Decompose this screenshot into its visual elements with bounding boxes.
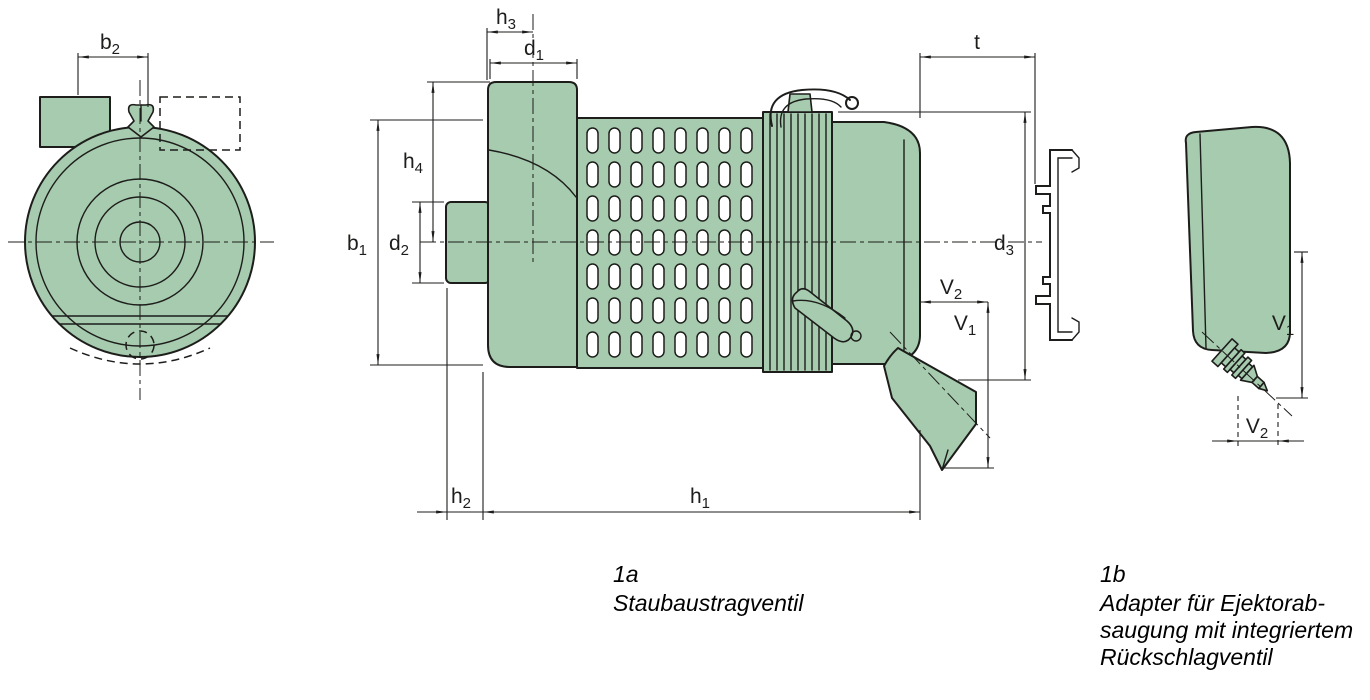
bracket-inner xyxy=(1057,157,1073,333)
dimension-v1-side: V1 xyxy=(944,302,994,469)
dimension-v2-side: V2 xyxy=(919,276,988,310)
ejector-nipple xyxy=(1211,338,1269,392)
centerline-nipple xyxy=(1201,331,1293,417)
centerline-valve xyxy=(889,331,991,439)
side-view xyxy=(420,14,1042,471)
figure-1b-label-line2: saugung mit integriertem xyxy=(1100,617,1353,643)
dimension-d2: d2 xyxy=(389,201,444,284)
dimension-v1-adapter: V1 xyxy=(1272,251,1308,399)
dim-label-v1: V1 xyxy=(954,312,976,339)
dimensions: b2 h3 d1 t h4 b1 xyxy=(77,6,1308,520)
figure-1a-label: Staubaustragventil xyxy=(613,590,804,616)
dim-label-v2-adapter: V2 xyxy=(1246,415,1268,442)
alternate-mount-tab-dashed xyxy=(159,96,241,151)
louver-slots xyxy=(582,124,758,362)
dimension-d1: d1 xyxy=(489,37,578,79)
dimension-d3: d3 xyxy=(838,111,1031,381)
figure-1b-label-line1: Adapter für Ejektorab- xyxy=(1098,590,1325,616)
dimension-h3: h3 xyxy=(486,6,533,80)
dimension-b2: b2 xyxy=(77,31,149,107)
dim-label-h3: h3 xyxy=(496,6,516,33)
dim-label-h2: h2 xyxy=(451,485,471,512)
dim-label-d3: d3 xyxy=(994,232,1014,259)
dim-label-b2: b2 xyxy=(100,31,120,58)
dimension-h2: h2 xyxy=(417,288,484,520)
captions: 1a Staubaustragventil 1b Adapter für Eje… xyxy=(613,561,1353,670)
adapter-body xyxy=(1184,125,1291,354)
dim-label-t: t xyxy=(974,31,980,54)
drain-hole-dashed xyxy=(125,330,155,360)
figure-1b-label-line3: Rückschlagventil xyxy=(1100,644,1273,670)
adapter-body-seam xyxy=(1199,133,1207,349)
end-view xyxy=(8,80,274,400)
clamp-latch-top xyxy=(769,88,859,128)
dim-label-h1: h1 xyxy=(690,485,710,512)
mount-bracket-profile xyxy=(1035,149,1080,341)
dimension-b1: b1 xyxy=(347,119,483,366)
check-valve-tip xyxy=(1257,381,1269,392)
clamp-latch-bottom xyxy=(791,287,862,343)
adapter-view xyxy=(1184,125,1293,417)
bracket-outline xyxy=(1035,149,1073,341)
dim-label-d2: d2 xyxy=(389,232,409,259)
dimension-t: t xyxy=(919,31,1036,184)
dimension-v2-adapter: V2 xyxy=(1212,396,1304,447)
figure-1b-number: 1b xyxy=(1100,561,1126,587)
figure-1a-number: 1a xyxy=(613,561,639,587)
dim-label-v1-adapter: V1 xyxy=(1272,312,1294,339)
duckbill-slit xyxy=(941,449,949,471)
dim-label-h4: h4 xyxy=(403,150,423,177)
bracket-hooks xyxy=(1071,149,1080,341)
mount-tab xyxy=(39,96,111,148)
dim-label-v2: V2 xyxy=(940,276,962,303)
dimension-h1: h1 xyxy=(483,430,921,520)
dust-discharge-valve xyxy=(883,347,977,471)
dim-label-d1: d1 xyxy=(524,37,544,64)
head-fillet xyxy=(488,149,577,198)
dim-label-b1: b1 xyxy=(347,232,367,259)
dimension-h4: h4 xyxy=(403,81,490,242)
